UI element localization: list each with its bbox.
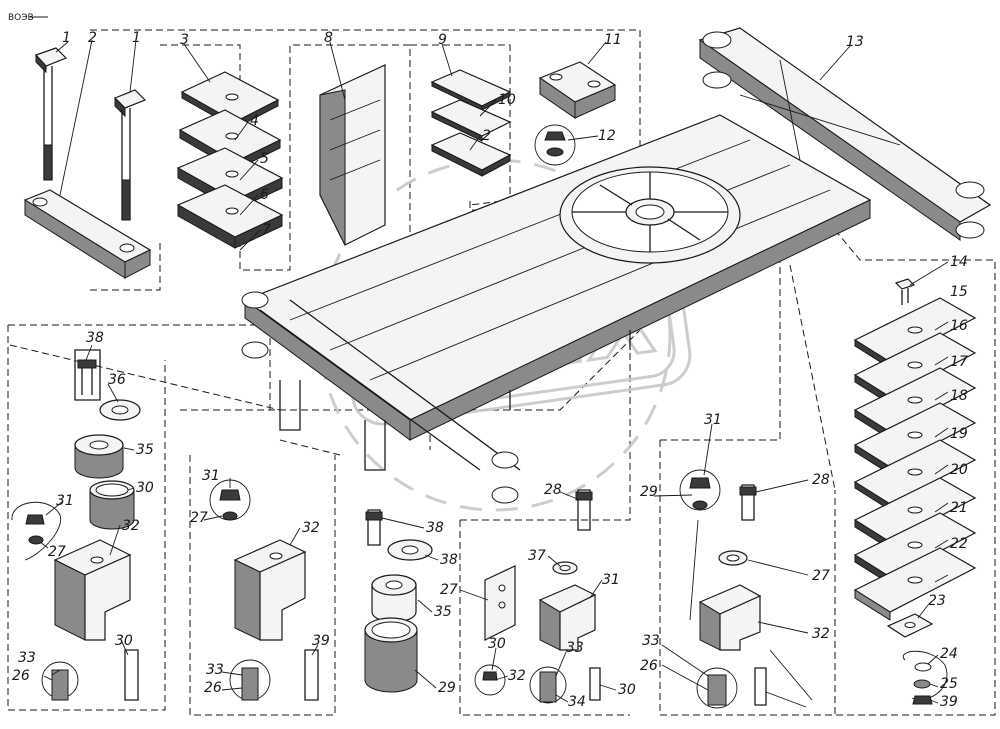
- callout-38: 38: [440, 552, 458, 568]
- callout-35: 29: [438, 680, 456, 696]
- callout-30: 32: [508, 668, 526, 684]
- bolt-1-right: [113, 89, 147, 221]
- callout-23: 24: [940, 646, 958, 662]
- callout-30: 31: [704, 412, 722, 428]
- callout-6: 7: [262, 222, 271, 238]
- callout-27: 32: [122, 518, 140, 534]
- header-mark: ВОЭВ: [8, 13, 34, 23]
- group-a-parts: [11, 349, 141, 701]
- callout-35: 30: [136, 480, 154, 496]
- callout-2: 11: [604, 32, 622, 48]
- callout-37: 27: [440, 582, 458, 598]
- callout-31: 27: [190, 510, 208, 526]
- callout-26: 39: [312, 633, 330, 649]
- group-b-parts: [209, 479, 433, 701]
- callout-26: 30: [115, 633, 133, 649]
- callout-1: 1: [62, 30, 71, 46]
- callout-39: 38: [86, 330, 104, 346]
- callout-4: 4: [250, 113, 259, 129]
- callout-31: 29: [640, 484, 658, 500]
- bracket-bar-2: [23, 189, 152, 279]
- callout-31: 30: [488, 636, 506, 652]
- callout-9: 10: [498, 92, 516, 108]
- callout-5: 6: [260, 187, 269, 203]
- callout-28: 27: [812, 568, 830, 584]
- callout-19: 20: [950, 462, 968, 478]
- callout-21: 22: [950, 536, 968, 552]
- callout-12: 13: [846, 34, 864, 50]
- callout-30: 31: [202, 468, 220, 484]
- callout-27: 32: [812, 626, 830, 642]
- callout-5: 5: [260, 151, 269, 167]
- callout-3: 3: [180, 32, 189, 48]
- callout-18: 19: [950, 426, 968, 442]
- wedge-plate-7: [319, 64, 386, 246]
- callout-1: 1: [132, 30, 141, 46]
- callout-32: 33: [18, 650, 36, 666]
- plate-22: [886, 613, 934, 638]
- callout-7: 8: [324, 30, 333, 46]
- callout-2: 2: [88, 30, 97, 46]
- bolt-13: [894, 278, 916, 305]
- nut-washer-11: [534, 124, 576, 166]
- callout-36: 35: [136, 442, 154, 458]
- callout-29: 28: [544, 482, 562, 498]
- callout-8: 9: [438, 32, 447, 48]
- callout-27: 31: [602, 572, 620, 588]
- callout-15: 16: [950, 318, 968, 334]
- fasteners-23-25: [902, 650, 948, 705]
- callout-17: 18: [950, 388, 968, 404]
- callout-32: 33: [642, 633, 660, 649]
- leader-lines: [39, 39, 949, 708]
- callout-24: 25: [940, 676, 958, 692]
- callout-13: 14: [950, 254, 968, 270]
- callout-38: 35: [434, 604, 452, 620]
- callout-14: 15: [950, 284, 968, 300]
- callout-38: 36: [108, 372, 126, 388]
- callout-10: 2: [482, 128, 491, 144]
- group-d-parts: [679, 469, 813, 709]
- shim-stack-8-10: [430, 69, 512, 177]
- callout-34: 30: [618, 682, 636, 698]
- block-2-right: [538, 61, 617, 119]
- callout-20: 21: [950, 500, 968, 516]
- callout-31: 27: [48, 544, 66, 560]
- main-frame-assembly: [241, 27, 992, 504]
- callout-29: 28: [812, 472, 830, 488]
- bolt-1-left: [34, 47, 68, 181]
- callout-32: 33: [566, 640, 584, 656]
- group-c-parts: [474, 489, 601, 704]
- shim-stack-3-6: [176, 71, 284, 249]
- callout-numbers: 1 2 1 3 4 5 6 7 8 9 10 2 11 12 13 14 15 …: [12, 30, 968, 710]
- callout-11: 12: [598, 128, 616, 144]
- callout-32: 33: [206, 662, 224, 678]
- callout-33: 34: [568, 694, 586, 710]
- shim-plates-14-21: [853, 297, 977, 621]
- callout-25: 39: [940, 694, 958, 710]
- callout-28: 37: [528, 548, 546, 564]
- callout-16: 17: [950, 354, 968, 370]
- callout-27: 32: [302, 520, 320, 536]
- callout-33: 26: [640, 658, 658, 674]
- callout-33: 26: [12, 668, 30, 684]
- callout-30: 31: [56, 493, 74, 509]
- callout-22: 23: [928, 593, 946, 609]
- callout-33: 26: [204, 680, 222, 696]
- callout-39: 38: [426, 520, 444, 536]
